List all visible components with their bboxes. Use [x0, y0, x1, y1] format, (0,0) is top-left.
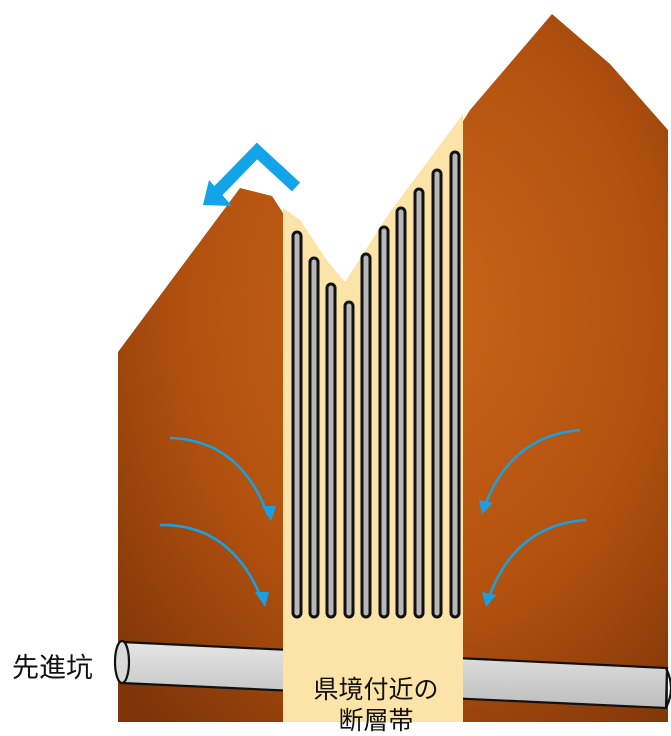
arrowhead	[479, 500, 493, 514]
arrowhead	[262, 506, 276, 521]
fault-zone-label-line1: 県境付近の	[313, 675, 439, 704]
bent-arrow-icon	[203, 142, 301, 206]
curved-arrow-icon	[159, 523, 264, 601]
water-inflow-arrowheads	[255, 500, 496, 607]
water-inflow-arrows	[159, 428, 587, 601]
drain-boreholes	[291, 150, 461, 619]
curved-arrow-icon	[486, 518, 587, 601]
curved-arrow-icon	[482, 428, 581, 509]
drain-borehole	[291, 230, 303, 619]
tunnel-label: 先進坑	[12, 653, 93, 684]
drain-borehole	[325, 282, 337, 619]
fault-zone-front	[283, 620, 463, 722]
drain-borehole	[343, 300, 355, 619]
drain-borehole	[431, 168, 443, 619]
drain-borehole	[449, 150, 461, 619]
fault-zone-label: 県境付近の 断層帯	[296, 674, 456, 736]
fault-zone-label-line2: 断層帯	[338, 706, 414, 735]
drain-borehole	[413, 187, 425, 619]
arrowhead	[482, 592, 496, 607]
drain-borehole	[378, 225, 390, 619]
arrowhead	[255, 592, 269, 607]
drain-borehole	[395, 206, 407, 619]
drain-borehole	[360, 252, 372, 619]
curved-arrow-icon	[169, 436, 270, 516]
drain-borehole	[308, 256, 320, 619]
